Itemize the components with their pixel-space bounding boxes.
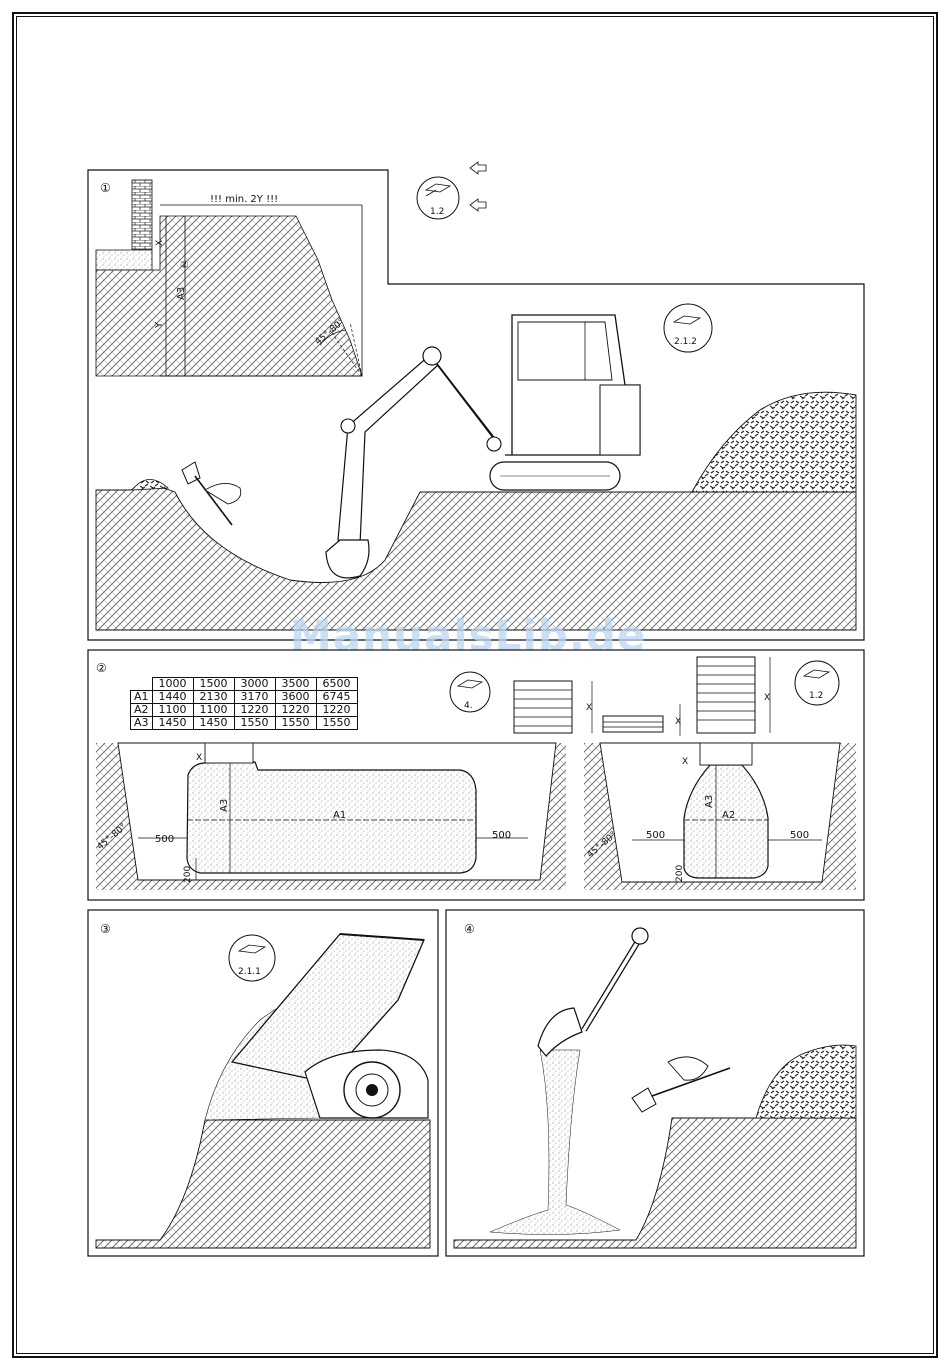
right-x-label: X: [682, 757, 688, 767]
step-number-4: ④: [464, 922, 475, 936]
table-cell: 1220: [316, 704, 357, 717]
panel-4-backfill: ④: [446, 910, 864, 1256]
gravel-fall: [490, 1050, 620, 1235]
table-cell: 1220: [234, 704, 275, 717]
ground-ledge: [96, 1120, 430, 1248]
watermark-text: ManualsLib.de: [290, 611, 646, 660]
book-ref-4-label: 4.: [464, 701, 473, 711]
shaft-extensions: X X X: [514, 657, 770, 736]
panel-3-gravel-delivery: ③ 2.1.1: [88, 910, 438, 1256]
right-base-label: 200: [675, 865, 685, 882]
book-reference-1-2-panel2: 1.2: [795, 661, 839, 705]
right-a2-label: A2: [722, 810, 735, 821]
book-reference-excavator: 2.1.2: [664, 304, 712, 352]
table-cell: 1100: [152, 704, 193, 717]
book-ref-2-1-1-label: 2.1.1: [238, 967, 261, 977]
book-ref-1-2-label: 1.2: [430, 207, 444, 217]
book-reference-2-1-1: 2.1.1: [229, 935, 275, 981]
table-header-row: 1000 1500 3000 3500 6500: [131, 678, 358, 691]
table-cell: 1450: [152, 717, 193, 730]
table-header-cell: 6500: [316, 678, 357, 691]
left-a3-label: A3: [219, 799, 230, 812]
table-header-cell: 3000: [234, 678, 275, 691]
x-dimension-label: X: [155, 240, 165, 246]
table-cell: 1550: [234, 717, 275, 730]
left-a1-label: A1: [333, 810, 346, 821]
left-x-label: X: [196, 753, 202, 763]
upright-tank-pit: A2 A3 X 500 500 200 45°-80°: [584, 743, 856, 890]
table-cell: 2130: [193, 691, 234, 704]
left-base-label: 200: [183, 866, 193, 883]
shaft-x-label-3: X: [764, 693, 770, 703]
right-a3-label: A3: [704, 795, 715, 808]
table-row: A2 1100 1100 1220 1220 1220: [131, 704, 358, 717]
step-number-1: ①: [100, 181, 111, 195]
table-cell: 3170: [234, 691, 275, 704]
book-reference-top: 1.2: [417, 177, 459, 219]
table-corner-cell: [131, 678, 153, 691]
shaft-x-label-1: X: [586, 703, 592, 713]
table-cell: 3600: [275, 691, 316, 704]
table-cell: 6745: [316, 691, 357, 704]
table-header-cell: 1500: [193, 678, 234, 691]
book-ref-2-1-2-label: 2.1.2: [674, 337, 697, 347]
right-gap-left-label: 500: [646, 830, 665, 841]
min-distance-label: !!! min. 2Y !!!: [210, 194, 278, 205]
tank-dimension-table: 1000 1500 3000 3500 6500 A1 1440 2130 31…: [130, 677, 358, 730]
table-row-label: A3: [131, 717, 153, 730]
table-cell: 1440: [152, 691, 193, 704]
arrow-left-icon: [470, 199, 486, 211]
left-gap-left-label: 500: [155, 834, 174, 845]
excavator-bucket-arm: [538, 928, 648, 1056]
a3-dimension-label: A3: [176, 287, 187, 300]
left-gap-right-label: 500: [492, 830, 511, 841]
table-row-label: A2: [131, 704, 153, 717]
table-row-label: A1: [131, 691, 153, 704]
shaft-x-label-2: X: [675, 717, 681, 727]
shovel-hand-illustration-4: [632, 1057, 730, 1112]
arrow-left-icon: [470, 162, 486, 174]
gravel-heap-4: [756, 1045, 856, 1118]
y-dimension-label: Y: [154, 321, 165, 329]
ref-marker-2: ②: [180, 260, 189, 271]
panel-1-excavation: ① !!! min. 2Y !!! X A3 ② Y 45°-80°: [88, 162, 864, 640]
horizontal-tank-pit: A1 A3 X 500 500 200 45°-80°: [96, 743, 566, 890]
table-cell: 1550: [316, 717, 357, 730]
table-row: A1 1440 2130 3170 3600 6745: [131, 691, 358, 704]
step-number-2: ②: [96, 661, 107, 675]
table-header-cell: 1000: [152, 678, 193, 691]
step-number-3: ③: [100, 922, 111, 936]
table-cell: 1450: [193, 717, 234, 730]
table-cell: 1220: [275, 704, 316, 717]
table-cell: 1550: [275, 717, 316, 730]
table-row: A3 1450 1450 1550 1550 1550: [131, 717, 358, 730]
right-gap-right-label: 500: [790, 830, 809, 841]
book-ref-1-2-p2-label: 1.2: [809, 691, 823, 701]
book-reference-4: 4.: [450, 672, 490, 712]
table-header-cell: 3500: [275, 678, 316, 691]
table-cell: 1100: [193, 704, 234, 717]
